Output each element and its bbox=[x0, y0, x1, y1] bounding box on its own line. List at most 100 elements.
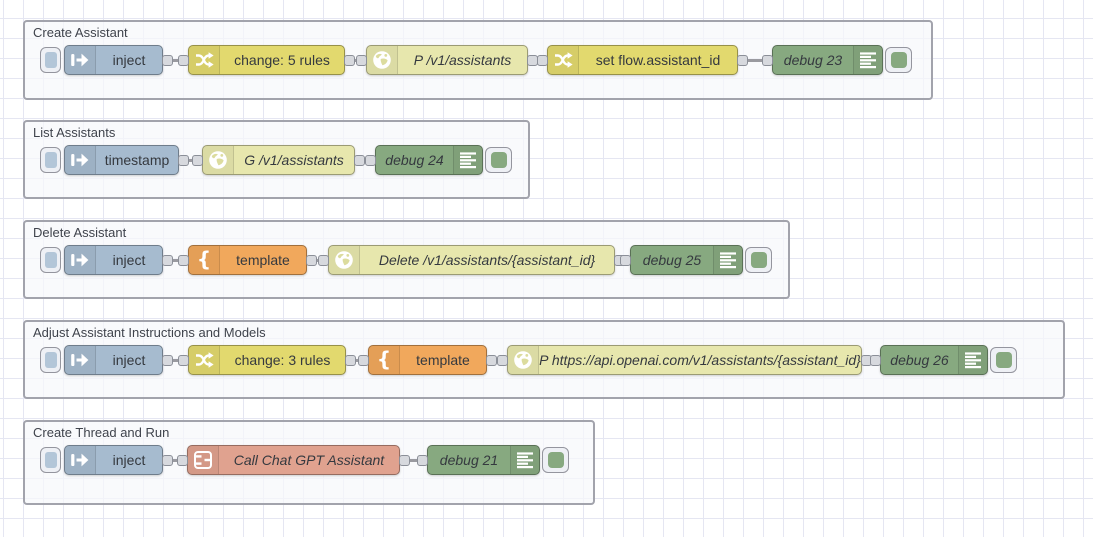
inject-button[interactable] bbox=[40, 447, 61, 473]
node-label: template bbox=[416, 352, 470, 368]
node-label: debug 24 bbox=[385, 152, 444, 168]
brace-icon: { bbox=[369, 346, 400, 374]
output-port[interactable] bbox=[399, 454, 410, 466]
node-debug[interactable]: debug 25 bbox=[630, 245, 743, 275]
output-port[interactable] bbox=[162, 54, 173, 66]
shuffle-icon bbox=[189, 346, 220, 374]
wire[interactable] bbox=[163, 358, 188, 362]
inject-button[interactable] bbox=[40, 147, 61, 173]
group-label: Delete Assistant bbox=[33, 225, 127, 240]
node-debug[interactable]: debug 26 bbox=[880, 345, 988, 375]
inject-arrow-icon bbox=[65, 246, 96, 274]
input-port[interactable] bbox=[356, 54, 367, 66]
node-label: debug 23 bbox=[783, 52, 843, 68]
input-port[interactable] bbox=[365, 154, 376, 166]
inject-button[interactable] bbox=[40, 347, 61, 373]
output-port[interactable] bbox=[306, 254, 317, 266]
output-port[interactable] bbox=[737, 54, 748, 66]
input-port[interactable] bbox=[358, 354, 369, 366]
node-label: G /v1/assistants bbox=[244, 152, 344, 168]
wire[interactable] bbox=[163, 58, 188, 62]
output-port[interactable] bbox=[162, 354, 173, 366]
node-change[interactable]: change: 5 rules bbox=[188, 45, 345, 75]
node-inject[interactable]: inject bbox=[64, 245, 163, 275]
wire[interactable] bbox=[738, 58, 772, 62]
node-template[interactable]: {template bbox=[188, 245, 307, 275]
node-inject[interactable]: inject bbox=[64, 445, 163, 475]
output-port[interactable] bbox=[486, 354, 497, 366]
subflow-icon bbox=[188, 446, 219, 474]
input-port[interactable] bbox=[177, 454, 188, 466]
input-port[interactable] bbox=[417, 454, 428, 466]
wire[interactable] bbox=[307, 258, 328, 262]
inject-button[interactable] bbox=[40, 247, 61, 273]
input-port[interactable] bbox=[318, 254, 329, 266]
node-inject[interactable]: inject bbox=[64, 45, 163, 75]
debug-toggle-face bbox=[490, 152, 507, 168]
debug-toggle-button[interactable] bbox=[542, 447, 569, 473]
wire[interactable] bbox=[163, 458, 187, 462]
debug-toggle-button[interactable] bbox=[745, 247, 772, 273]
shuffle-icon bbox=[189, 46, 220, 74]
wire[interactable] bbox=[400, 458, 427, 462]
input-port[interactable] bbox=[178, 254, 189, 266]
input-port[interactable] bbox=[497, 354, 508, 366]
globe-icon bbox=[203, 146, 234, 174]
debug-toggle-button[interactable] bbox=[990, 347, 1017, 373]
node-template[interactable]: { template bbox=[368, 345, 487, 375]
list-lines-icon bbox=[853, 46, 882, 74]
output-port[interactable] bbox=[344, 54, 355, 66]
wire[interactable] bbox=[346, 358, 368, 362]
node-label: P /v1/assistants bbox=[413, 52, 512, 68]
group-label: Create Thread and Run bbox=[33, 425, 170, 440]
input-port[interactable] bbox=[178, 54, 189, 66]
node-http_request[interactable]: P https://api.openai.com/v1/assistants/{… bbox=[507, 345, 862, 375]
output-port[interactable] bbox=[178, 154, 189, 166]
debug-toggle-button[interactable] bbox=[885, 47, 912, 73]
node-change[interactable]: set flow.assistant_id bbox=[547, 45, 738, 75]
wire[interactable] bbox=[179, 158, 202, 162]
inject-button[interactable] bbox=[40, 47, 61, 73]
wire[interactable] bbox=[163, 258, 188, 262]
input-port[interactable] bbox=[537, 54, 548, 66]
list-lines-icon bbox=[453, 146, 482, 174]
input-port[interactable] bbox=[178, 354, 189, 366]
node-debug[interactable]: debug 24 bbox=[375, 145, 483, 175]
node-change[interactable]: change: 3 rules bbox=[188, 345, 346, 375]
node-http_request[interactable]: G /v1/assistants bbox=[202, 145, 355, 175]
input-port[interactable] bbox=[870, 354, 881, 366]
node-label: debug 21 bbox=[439, 452, 499, 468]
globe-icon bbox=[508, 346, 539, 374]
debug-toggle-face bbox=[547, 452, 564, 468]
output-port[interactable] bbox=[345, 354, 356, 366]
inject-arrow-icon bbox=[65, 146, 96, 174]
input-port[interactable] bbox=[762, 54, 773, 66]
debug-toggle-button[interactable] bbox=[485, 147, 512, 173]
node-subflow[interactable]: Call Chat GPT Assistant bbox=[187, 445, 400, 475]
input-port[interactable] bbox=[192, 154, 203, 166]
inject-button-face bbox=[44, 452, 57, 468]
wire[interactable] bbox=[345, 58, 366, 62]
node-label: debug 26 bbox=[890, 352, 949, 368]
input-port[interactable] bbox=[620, 254, 631, 266]
output-port[interactable] bbox=[162, 454, 173, 466]
output-port[interactable] bbox=[162, 254, 173, 266]
group-label: List Assistants bbox=[33, 125, 116, 140]
debug-toggle-face bbox=[995, 352, 1012, 368]
node-label: change: 3 rules bbox=[234, 352, 331, 368]
node-label: inject bbox=[112, 52, 146, 68]
node-debug[interactable]: debug 23 bbox=[772, 45, 883, 75]
node-http_request[interactable]: P /v1/assistants bbox=[366, 45, 528, 75]
inject-button-face bbox=[44, 52, 57, 68]
node-inject[interactable]: inject bbox=[64, 345, 163, 375]
shuffle-icon bbox=[548, 46, 579, 74]
node-label: debug 25 bbox=[642, 252, 702, 268]
node-label: change: 5 rules bbox=[234, 52, 330, 68]
node-debug[interactable]: debug 21 bbox=[427, 445, 540, 475]
node-inject[interactable]: timestamp bbox=[64, 145, 179, 175]
node-label: P https://api.openai.com/v1/assistants/{… bbox=[539, 352, 861, 368]
node-http_request[interactable]: Delete /v1/assistants/{assistant_id} bbox=[328, 245, 615, 275]
inject-arrow-icon bbox=[65, 446, 96, 474]
output-port[interactable] bbox=[354, 154, 365, 166]
